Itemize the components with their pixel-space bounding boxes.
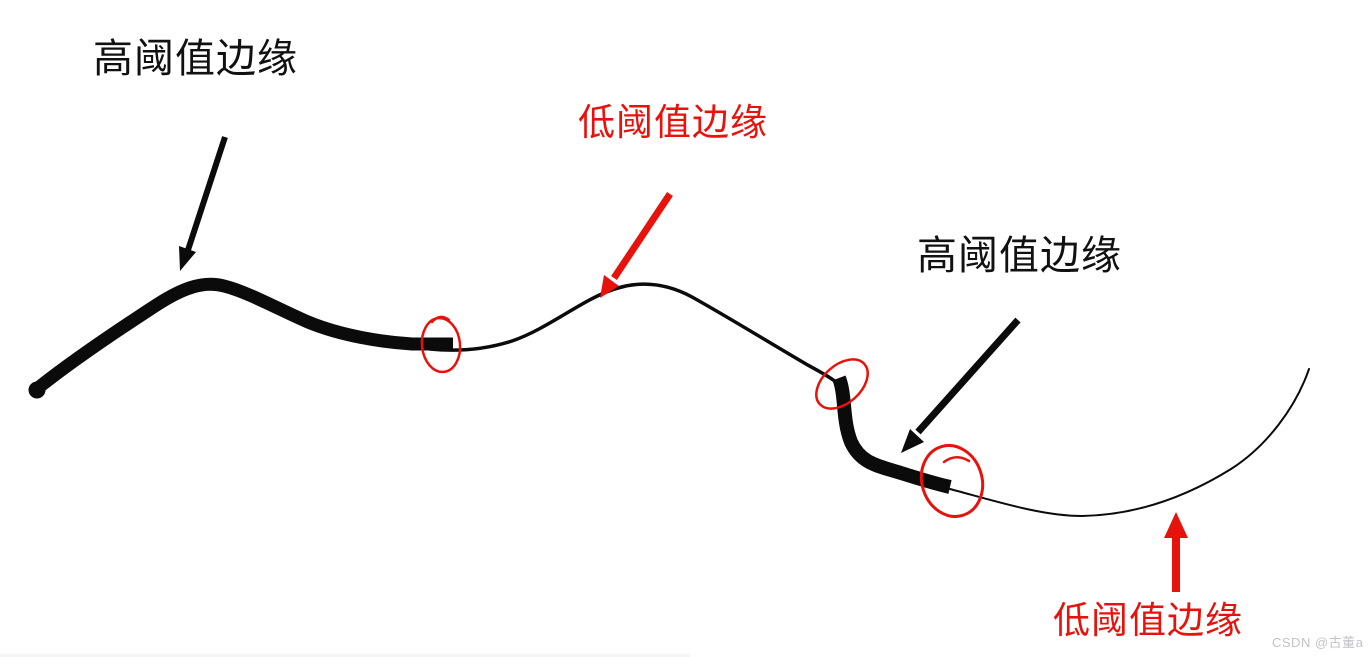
arrowhead-icon bbox=[1164, 512, 1188, 538]
label-low-threshold-top: 低阈值边缘 bbox=[578, 102, 768, 143]
low-threshold-edge-segment-middle bbox=[428, 282, 845, 390]
high-threshold-edge-segment-left bbox=[28, 277, 453, 398]
label-low-threshold-bottom: 低阈值边缘 bbox=[1053, 600, 1243, 641]
arrowhead-icon bbox=[901, 429, 924, 453]
label-high-threshold-left: 高阈值边缘 bbox=[93, 37, 298, 81]
arrowhead-icon bbox=[600, 275, 619, 298]
circle-pen-hook bbox=[430, 315, 451, 324]
watermark: CSDN @古董a bbox=[1272, 635, 1364, 650]
low-threshold-edge-segment-right bbox=[949, 368, 1310, 518]
circle-pen-hook bbox=[942, 456, 971, 464]
low-threshold-arrow-top bbox=[600, 192, 673, 298]
arrowhead-icon bbox=[179, 246, 196, 271]
bottom-edge-artifact bbox=[0, 654, 690, 657]
high-threshold-edge-segment-right bbox=[832, 375, 952, 494]
transition-circle-3 bbox=[919, 444, 985, 518]
transition-circle-2 bbox=[815, 358, 869, 410]
high-threshold-arrow-right bbox=[901, 317, 1021, 453]
low-threshold-arrow-bottom bbox=[1164, 512, 1188, 592]
label-high-threshold-right: 高阈值边缘 bbox=[917, 234, 1122, 278]
high-threshold-arrow-left bbox=[179, 136, 228, 271]
transition-circle-1 bbox=[420, 315, 462, 374]
